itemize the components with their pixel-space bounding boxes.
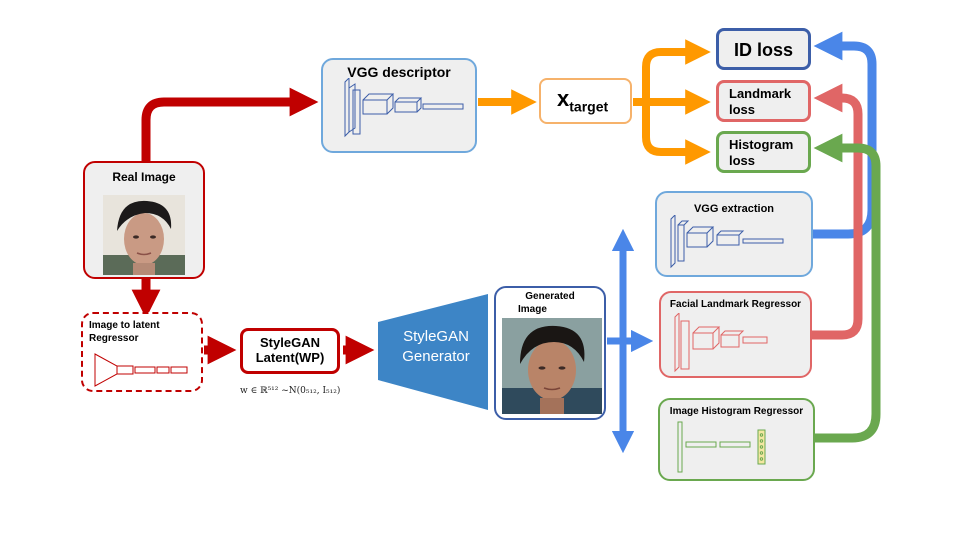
stylegan-generator-shape <box>378 294 488 410</box>
arrow-xtarget-to-id-loss <box>633 39 711 106</box>
latent-regressor-box: Image to latent Regressor <box>81 312 203 392</box>
arrow-xtarget-to-histogram-loss <box>642 102 711 165</box>
stylegan-latent-label-line1: StyleGAN <box>260 335 320 350</box>
arrow-histogram-to-histogram-loss <box>813 133 881 443</box>
real-image-box: Real Image <box>83 161 205 279</box>
landmark-loss-label-line1: Landmark <box>729 86 792 101</box>
latent-regressor-label-line1: Image to latent <box>89 320 160 331</box>
stylegan-latent-box: StyleGAN Latent(WP) <box>240 328 340 374</box>
landmark-loss-box: Landmark loss <box>716 80 811 122</box>
facial-landmark-regressor-box: Facial Landmark Regressor <box>659 291 812 378</box>
x-target-main: x <box>557 86 570 111</box>
cnn-layers-icon <box>670 215 784 269</box>
generated-face-photo <box>502 318 602 414</box>
generator-label-line2: Generator <box>402 348 470 365</box>
latent-distribution-formula: w ∈ ℝ⁵¹² ~N(0₅₁₂, I₅₁₂) <box>240 386 341 396</box>
arrow-vgg-extraction-to-id-loss <box>813 31 877 239</box>
landmark-loss-label-line2: loss <box>729 102 756 117</box>
image-histogram-regressor-label: Image Histogram Regressor <box>669 406 804 417</box>
x-target-box: xtarget <box>539 78 632 124</box>
real-face-photo <box>103 195 185 275</box>
latent-regressor-label-line2: Regressor <box>89 333 139 344</box>
generated-face-drawing <box>502 318 602 414</box>
id-loss-box: ID loss <box>716 28 811 70</box>
image-histogram-regressor-box: Image Histogram Regressor <box>658 398 815 481</box>
real-image-label: Real Image <box>112 170 176 184</box>
stylegan-latent-label-line2: Latent(WP) <box>255 350 325 365</box>
histogram-bins-icon <box>677 421 766 473</box>
x-target-sub: target <box>569 98 609 115</box>
histogram-loss-label-line2: loss <box>729 153 756 168</box>
cnn-layers-icon <box>674 313 768 373</box>
generated-image-label-line1: Generated <box>525 291 575 302</box>
facial-landmark-regressor-label: Facial Landmark Regressor <box>669 299 802 310</box>
generator-label-line1: StyleGAN <box>403 328 469 345</box>
generated-image-label-line2: Image <box>518 304 547 315</box>
x-target-label: xtarget <box>557 86 608 114</box>
vgg-extraction-label: VGG extraction <box>693 203 775 215</box>
vgg-extraction-box: VGG extraction <box>655 191 813 277</box>
vgg-descriptor-box: VGG descriptor <box>321 58 477 153</box>
histogram-loss-label-line1: Histogram <box>729 137 794 152</box>
cnn-layers-icon <box>344 78 464 138</box>
id-loss-label: ID loss <box>733 40 794 60</box>
cnn-layers-icon <box>94 353 188 387</box>
generated-image-box: Generated Image <box>494 286 606 420</box>
real-face-drawing <box>103 195 185 275</box>
arrow-real-to-vgg-descriptor <box>141 87 319 162</box>
arrow-landmark-to-landmark-loss <box>812 83 863 340</box>
vgg-descriptor-label: VGG descriptor <box>347 64 451 80</box>
histogram-loss-box: Histogram loss <box>716 131 811 173</box>
